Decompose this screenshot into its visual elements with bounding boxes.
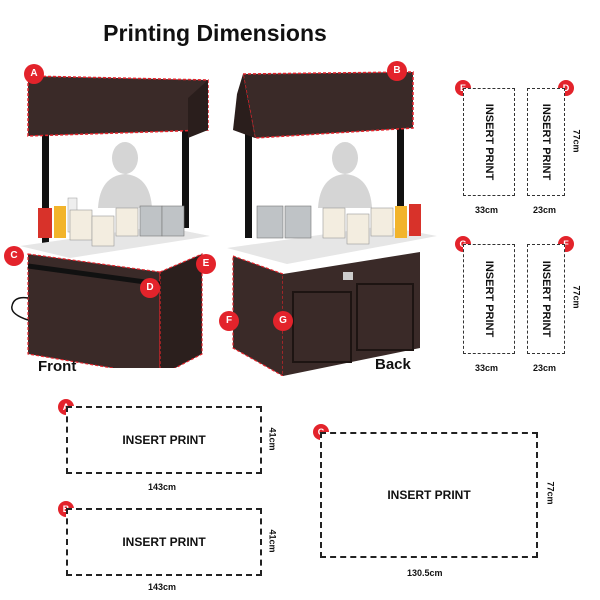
panel-b-width: 143cm (148, 582, 177, 592)
marker-b-back: B (387, 61, 407, 81)
front-view-label: Front (38, 358, 77, 375)
panel-g-width: 33cm (475, 363, 499, 373)
marker-f-back: F (219, 311, 239, 331)
panel-f-height: 77cm (571, 285, 582, 309)
back-view-label: Back (375, 356, 411, 373)
panel-a-height: 41cm (267, 427, 278, 451)
page-title: Printing Dimensions (103, 20, 327, 46)
panel-c-text: INSERT PRINT (387, 488, 471, 502)
panel-c-width: 130.5cm (407, 568, 443, 578)
panel-b: INSERT PRINT (66, 508, 262, 576)
front-cart-illustration (11, 75, 210, 368)
panel-d-width: 23cm (533, 205, 557, 215)
panel-f-text: INSERT PRINT (540, 260, 552, 338)
panel-f-width: 23cm (533, 363, 557, 373)
panel-e: INSERT PRINT (463, 88, 515, 196)
panel-f: INSERT PRINT (527, 244, 565, 354)
panel-g-text: INSERT PRINT (483, 260, 495, 338)
marker-c-front: C (4, 246, 24, 266)
panel-b-text: INSERT PRINT (122, 535, 206, 549)
back-cart-illustration (227, 71, 437, 376)
panel-a-text: INSERT PRINT (122, 433, 206, 447)
panel-a: INSERT PRINT (66, 406, 262, 474)
marker-a-front: A (24, 64, 44, 84)
panel-c-height: 77cm (545, 481, 556, 505)
marker-g-back: G (273, 311, 293, 331)
panel-g: INSERT PRINT (463, 244, 515, 354)
panel-d-text: INSERT PRINT (540, 103, 552, 181)
marker-d-front: D (140, 278, 160, 298)
panel-c: INSERT PRINT (320, 432, 538, 558)
panel-d: INSERT PRINT (527, 88, 565, 196)
panel-e-width: 33cm (475, 205, 499, 215)
panel-e-text: INSERT PRINT (483, 103, 495, 181)
panel-b-height: 41cm (267, 529, 278, 553)
panel-d-height: 77cm (571, 129, 582, 153)
panel-a-width: 143cm (148, 482, 177, 492)
marker-e-front: E (196, 254, 216, 274)
